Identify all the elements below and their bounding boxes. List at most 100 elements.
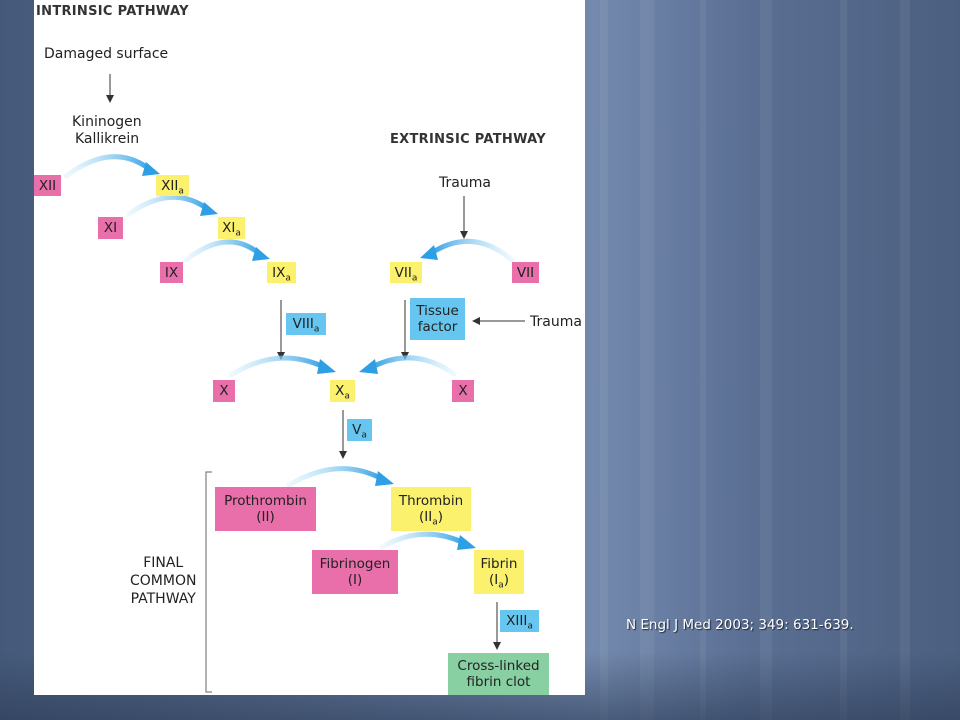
factor-label: VIIIa (292, 316, 320, 335)
subscript-a: a (178, 186, 184, 197)
thrombin-sub-text: (II (418, 509, 433, 525)
factor-label: X (219, 383, 229, 399)
fibrin: Fibrin(Ia) (474, 550, 524, 594)
factor-ix: IX (160, 262, 183, 283)
factor-label: IX (164, 264, 179, 281)
bg-stripe (840, 0, 847, 720)
final-label-line: COMMON (130, 573, 197, 589)
prothrombin-sub: (II) (256, 509, 275, 525)
arrow-xi-to-xia (126, 194, 213, 217)
bg-stripe (900, 0, 910, 720)
subscript-a: a (527, 621, 533, 632)
clot-line: Cross-linked (457, 658, 540, 674)
fibrin-sub: (Ia) (488, 572, 510, 591)
arrow-prothrombin-to-thrombin (286, 466, 387, 488)
diagram-connectors (63, 74, 525, 693)
final-pathway-bracket (205, 471, 212, 693)
factor-label: XII (38, 177, 57, 194)
arrow-head (420, 245, 438, 260)
thrombin: Thrombin(IIa) (391, 487, 471, 531)
factor-xa: Xa (330, 380, 355, 402)
arrow-xii-to-xiia (63, 154, 155, 179)
final-label-line: PATHWAY (130, 591, 196, 607)
factor-name: VIII (292, 316, 314, 332)
bg-stripe (700, 0, 706, 720)
factor-name: IX (272, 264, 286, 281)
factor-ixa: IXa (267, 262, 296, 283)
subscript-a: a (411, 273, 418, 284)
final-label-line: FINAL (143, 555, 184, 571)
fibrinogen-sub: (I) (347, 572, 363, 588)
final-common-pathway-label: FINAL COMMON PATHWAY (130, 554, 196, 608)
kallikrein-label: Kallikrein (75, 131, 140, 147)
damaged-surface-label: Damaged surface (44, 46, 169, 62)
factor-label: X (458, 383, 468, 399)
factor-x-left: X (213, 380, 235, 402)
factor-name: V (352, 422, 362, 438)
arrow-ix-to-ixa (183, 239, 265, 263)
extrinsic-pathway-header: EXTRINSIC PATHWAY (390, 132, 546, 147)
factor-name: XI (222, 220, 236, 236)
clot-line: fibrin clot (466, 674, 531, 690)
factor-xi: XI (98, 217, 123, 239)
factor-x-right: X (452, 380, 474, 402)
tissue-factor-line: Tissue (416, 303, 459, 319)
trauma-label-top: Trauma (439, 175, 491, 191)
factor-xiia: XIIa (156, 175, 189, 196)
factor-label: IXa (272, 264, 291, 284)
subscript-a: a (313, 324, 320, 335)
subscript-a: a (498, 580, 504, 591)
factor-label: VIIa (394, 264, 418, 284)
factor-name: X (335, 383, 345, 399)
arrow-head (359, 359, 378, 374)
factor-xiiia: XIIIa (500, 610, 539, 632)
bg-stripe (640, 0, 654, 720)
factor-name: VII (394, 264, 412, 281)
factor-va: Va (347, 419, 372, 441)
arrow-head (375, 471, 394, 486)
bg-stripe (760, 0, 772, 720)
arrow-vii-to-viia (427, 239, 515, 263)
arrow-head (317, 359, 336, 374)
factor-viiia: VIIIa (286, 313, 326, 335)
factor-xia: XIa (218, 217, 245, 239)
fibrin-sub-text: (I (488, 572, 499, 588)
activation-arrows (63, 154, 515, 550)
arrow-head (252, 247, 270, 261)
factor-label: Va (352, 422, 367, 441)
coagulation-cascade-diagram: INTRINSIC PATHWAY EXTRINSIC PATHWAY Dama… (34, 0, 585, 695)
fibrinogen-name: Fibrinogen (319, 556, 391, 572)
factor-xii: XII (34, 175, 61, 196)
thrombin-sub: (IIa) (418, 509, 444, 528)
fibrinogen: Fibrinogen(I) (312, 550, 398, 594)
arrow-x-to-xa-right (367, 355, 457, 377)
subscript-a: a (235, 228, 241, 239)
thrombin-name: Thrombin (398, 493, 464, 509)
factor-label: XIIIa (506, 613, 533, 632)
factor-name: XII (161, 177, 179, 194)
intrinsic-pathway-header: INTRINSIC PATHWAY (36, 4, 189, 19)
tissue-factor-line: factor (417, 319, 458, 335)
prothrombin-name: Prothrombin (224, 493, 307, 509)
trauma-label-side: Trauma (530, 314, 582, 330)
subscript-a: a (344, 391, 350, 402)
factor-vii: VII (512, 262, 539, 283)
subscript-a: a (285, 273, 291, 284)
factor-label: VII (516, 264, 535, 281)
factor-label: Xa (335, 383, 350, 402)
arrow-fibrinogen-to-fibrin (379, 531, 469, 550)
factor-label: XIa (222, 220, 241, 239)
factor-name: XIII (506, 613, 528, 629)
arrow-x-to-xa-left (228, 355, 329, 378)
bg-stripe (600, 0, 608, 720)
citation-text: N Engl J Med 2003; 349: 631-639. (626, 617, 854, 633)
kininogen-label: Kininogen (72, 114, 142, 130)
fibrin-name: Fibrin (480, 556, 518, 572)
arrow-head (142, 162, 160, 176)
subscript-a: a (432, 517, 438, 528)
arrow-head (200, 202, 218, 216)
subscript-a: a (361, 430, 367, 441)
prothrombin: Prothrombin(II) (215, 487, 316, 531)
